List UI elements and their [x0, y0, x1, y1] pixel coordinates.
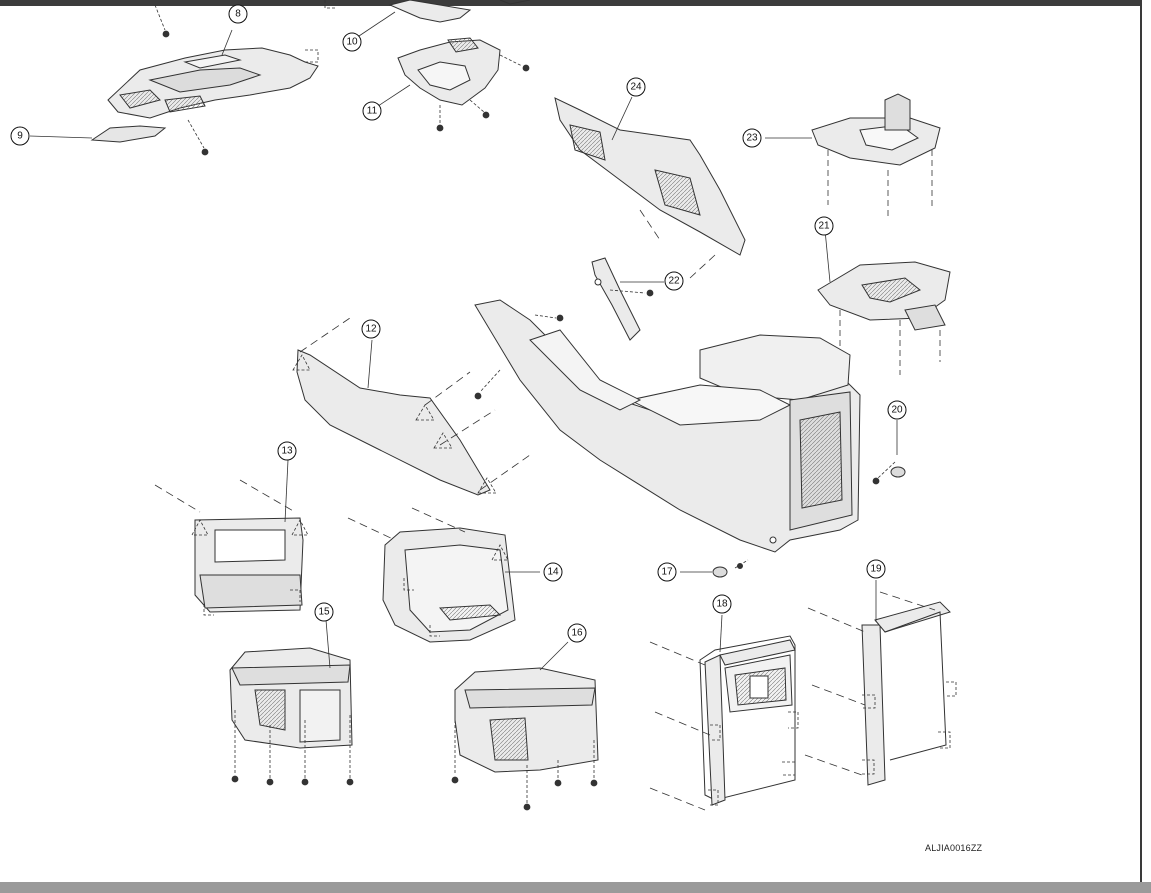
- callout-23: 23: [742, 128, 762, 148]
- viewer-bottom-scrollbar[interactable]: [0, 882, 1151, 893]
- part-23-guides: [827, 150, 933, 218]
- callout-24: 24: [626, 77, 646, 97]
- part-8-lower-panel: [107, 47, 319, 119]
- svg-text:9: 9: [17, 131, 23, 142]
- part-19-clips: [862, 681, 957, 775]
- part-18-guides: [649, 641, 711, 811]
- svg-text:24: 24: [630, 82, 642, 93]
- svg-text:14: 14: [547, 567, 559, 578]
- svg-text:12: 12: [365, 324, 377, 335]
- svg-text:11: 11: [367, 106, 378, 117]
- part-23-shift-finisher: [765, 93, 941, 166]
- part-16-fasteners: [451, 700, 598, 811]
- part-22-bracket: [591, 257, 664, 341]
- callout-18: 18: [712, 594, 732, 614]
- svg-text:23: 23: [746, 133, 758, 144]
- part-12-side-finisher: [296, 339, 491, 496]
- part-19-guides: [804, 591, 936, 776]
- callout-10: 10: [342, 32, 362, 52]
- part-18-clips: [708, 711, 799, 806]
- callout-8: 8: [228, 4, 248, 24]
- part-9-trim-piece: [29, 125, 167, 143]
- viewer-right-border: [1140, 0, 1151, 893]
- part-17-cap: [680, 559, 749, 578]
- svg-text:19: 19: [870, 564, 882, 575]
- part-16-console-box-rear: [454, 641, 599, 773]
- callout-14: 14: [543, 562, 563, 582]
- part-11-fasteners: [436, 54, 530, 132]
- part-13-bracket-frame: [194, 459, 304, 613]
- callout-20: 20: [887, 400, 907, 420]
- part-14-cup-holder: [382, 527, 540, 643]
- callout-9: 9: [10, 126, 30, 146]
- callout-15: 15: [314, 602, 334, 622]
- part-11-column-cover-lower: [371, 37, 501, 111]
- part-12-guides: [292, 317, 531, 494]
- svg-text:8: 8: [235, 9, 241, 20]
- callout-19: 19: [866, 559, 886, 579]
- center-console-body: [474, 299, 861, 553]
- part-14-guides: [347, 507, 509, 637]
- svg-text:20: 20: [891, 405, 903, 416]
- part-18-rear-vent-panel: [699, 614, 796, 806]
- callout-12: 12: [361, 319, 381, 339]
- part-21-guides: [839, 310, 941, 375]
- part-10-column-cover-upper: [352, 0, 531, 41]
- callout-16: 16: [567, 623, 587, 643]
- exploded-parts-diagram: 8 9 10 11 12 13 14 15 16 17 18 19 20 21 …: [10, 0, 957, 811]
- part-24-side-panel: [554, 96, 746, 256]
- viewer-top-border: [0, 0, 1151, 6]
- figure-code: ALJIA0016ZZ: [925, 843, 983, 853]
- svg-text:22: 22: [668, 276, 680, 287]
- part-19-rear-panel-frame: [861, 580, 951, 786]
- callout-22: 22: [664, 271, 684, 291]
- part-15-console-box: [229, 619, 353, 749]
- svg-text:16: 16: [571, 628, 583, 639]
- svg-text:21: 21: [818, 221, 830, 232]
- callout-11: 11: [362, 101, 382, 121]
- svg-text:18: 18: [716, 599, 728, 610]
- part-24-guides: [639, 209, 716, 279]
- part-8-fasteners: [154, 0, 335, 156]
- callout-21: 21: [814, 216, 834, 236]
- callout-13: 13: [277, 441, 297, 461]
- part-20-clip: [890, 420, 906, 478]
- svg-text:10: 10: [346, 37, 358, 48]
- svg-text:13: 13: [281, 446, 293, 457]
- callout-17: 17: [657, 562, 677, 582]
- part-22-fasteners: [534, 289, 654, 322]
- svg-text:17: 17: [661, 567, 673, 578]
- part-13-guides: [154, 479, 309, 616]
- svg-text:15: 15: [318, 607, 330, 618]
- part-15-fasteners: [231, 710, 354, 786]
- console-fasteners: [474, 369, 896, 485]
- part-21-indicator-panel: [817, 229, 951, 331]
